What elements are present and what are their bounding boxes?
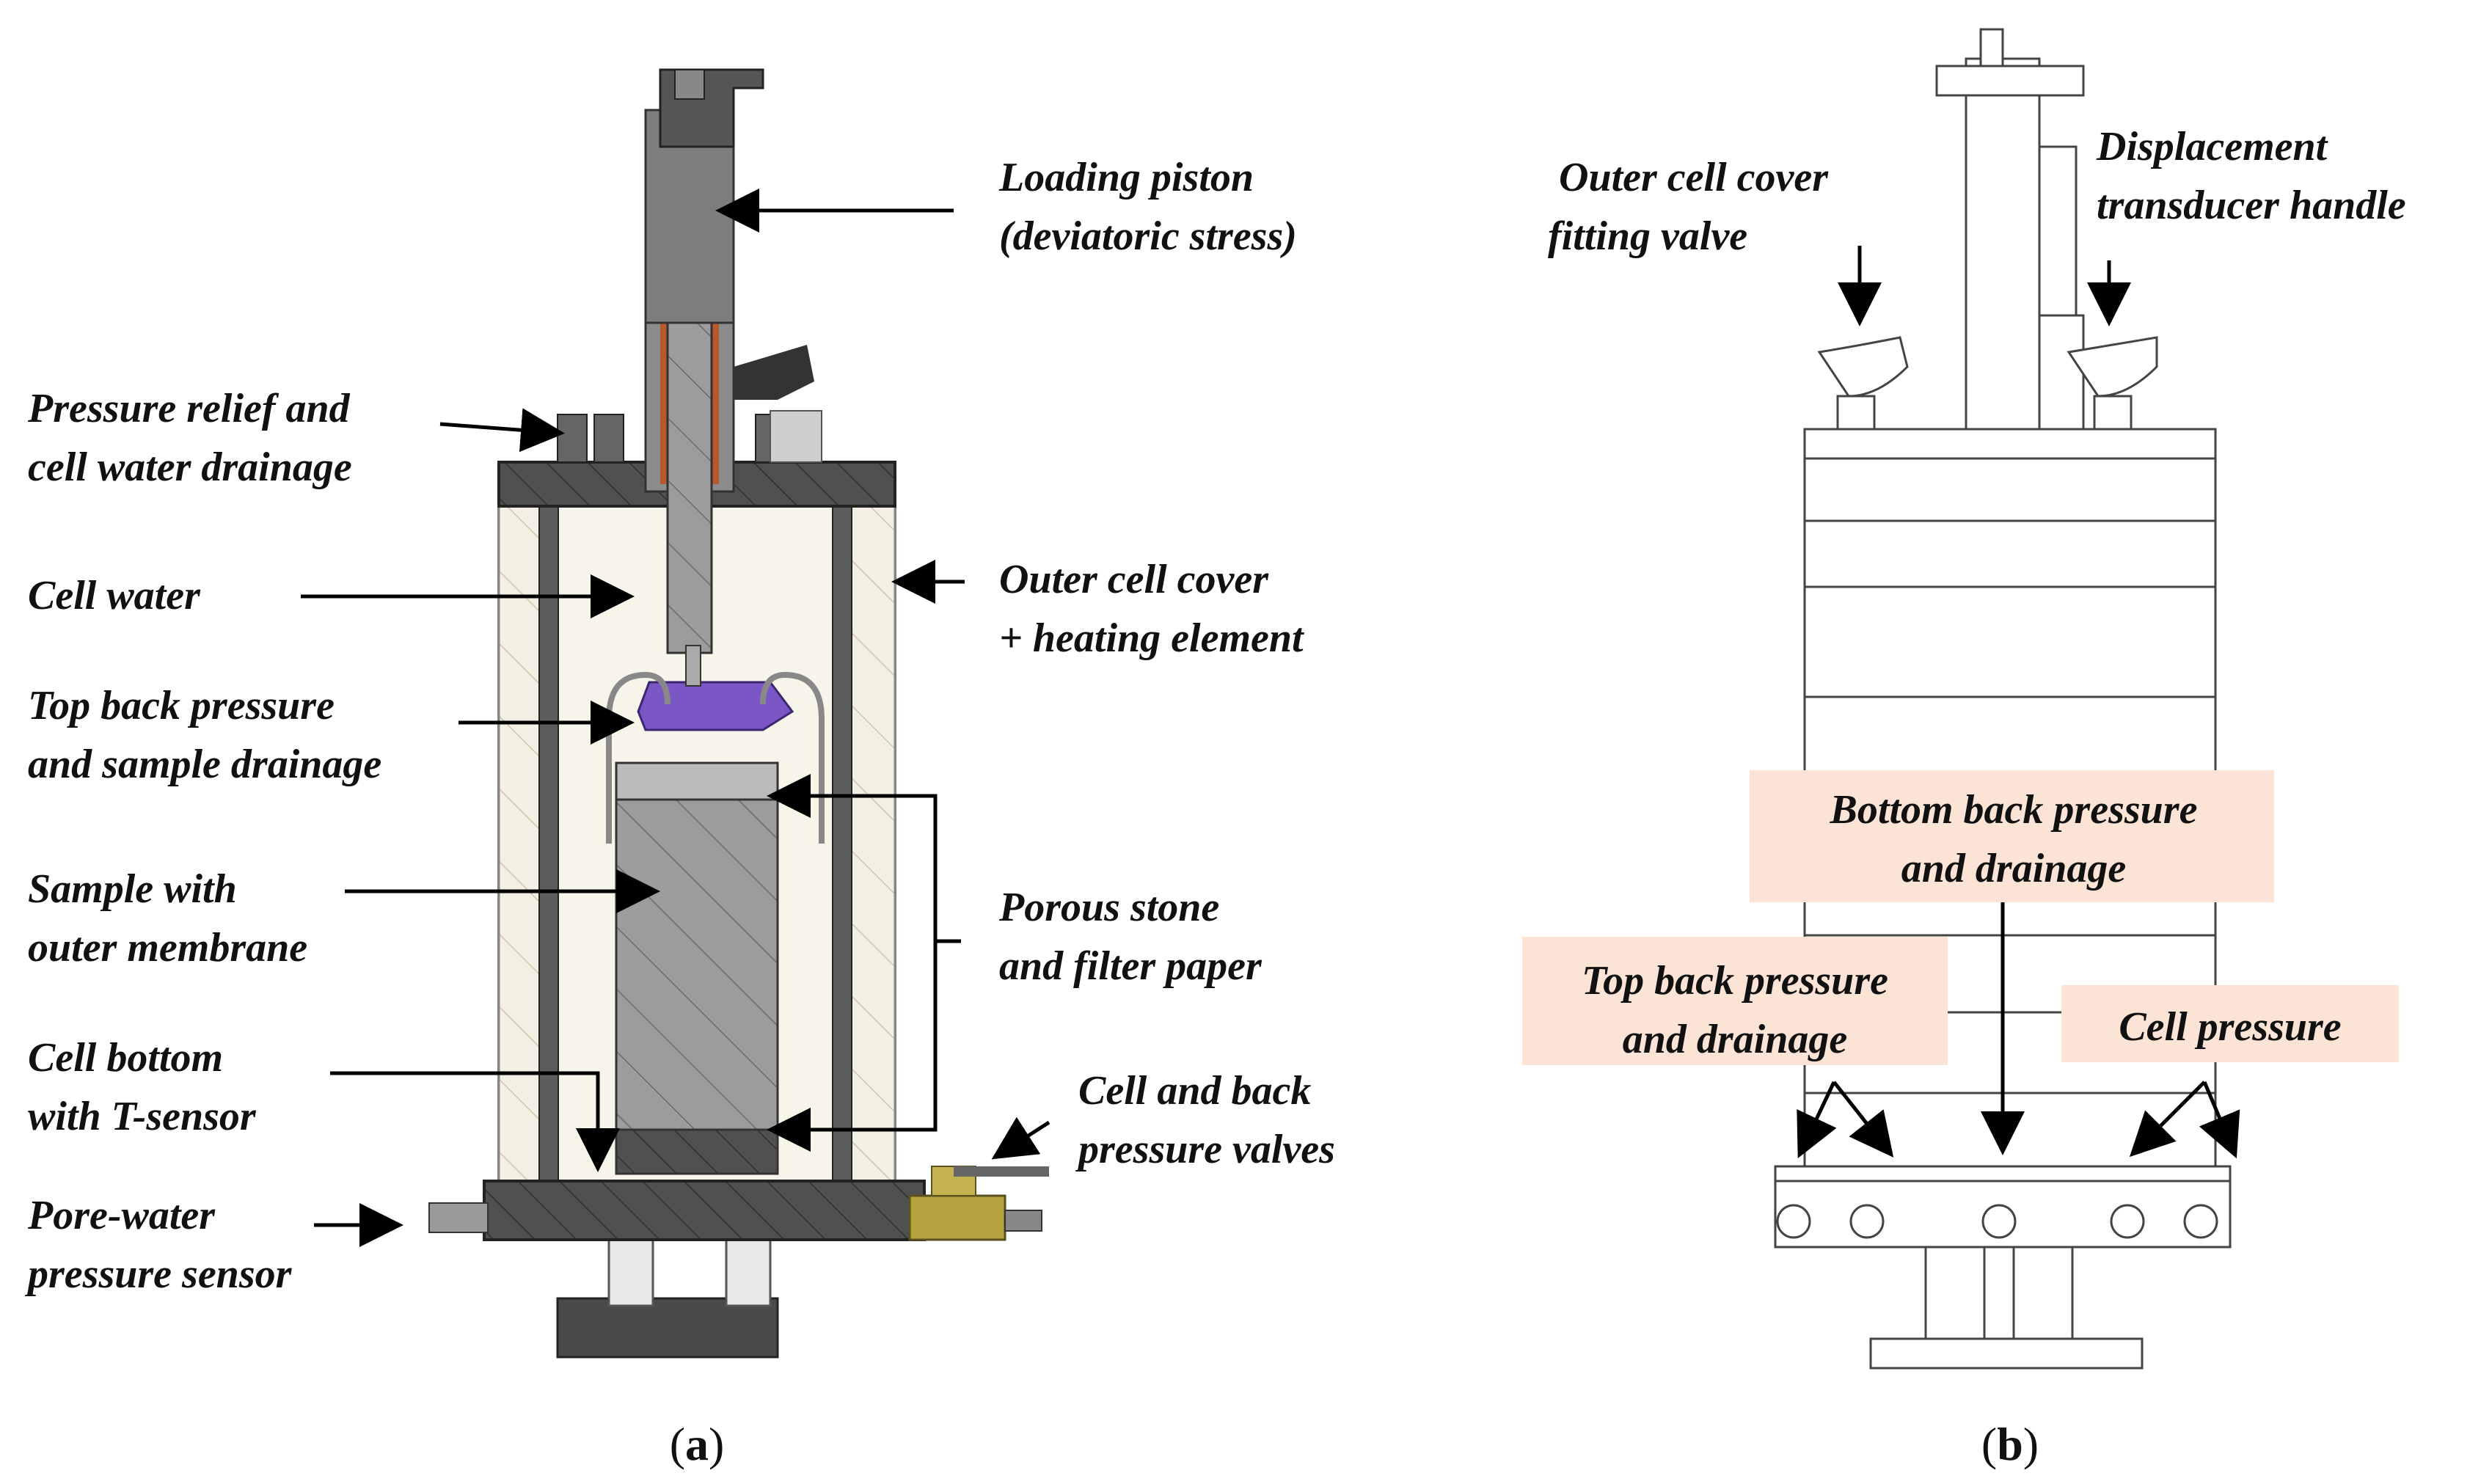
panel-b-labels: Outer cell cover fitting valve Displacem… — [1548, 124, 2406, 1062]
label-cell-pressure: Cell pressure — [2119, 1004, 2341, 1050]
box-top-back — [1522, 937, 1948, 1065]
arrow-cell-pressure-1 — [2129, 1081, 2206, 1158]
panel-a-labels: Loading piston (deviatoric stress) Press… — [25, 155, 1335, 1297]
label-outer-cover-1: Outer cell cover — [999, 557, 1269, 602]
b-base-foot — [1869, 1337, 2144, 1370]
label-top-back-b-2: and drainage — [1623, 1017, 1848, 1062]
support-leg-left — [607, 1231, 654, 1307]
arrow-top-back-2 — [1833, 1081, 1894, 1158]
b-leg-right — [2012, 1246, 2074, 1340]
label-cell-bottom-2: with T-sensor — [28, 1094, 257, 1139]
bracket-porous-bottom — [767, 941, 938, 1152]
drainage-tube-right — [760, 671, 825, 844]
b-top-plate — [1803, 457, 2217, 522]
arrow-cell-bottom — [330, 1071, 620, 1172]
tie-rod-left — [538, 505, 559, 1182]
b-valve-bar — [1774, 1165, 2232, 1183]
label-sample-1: Sample with — [28, 866, 237, 912]
arrow-cell-pressure-2 — [2199, 1081, 2240, 1159]
captions: (a) (b) — [670, 1418, 2039, 1470]
box-bottom-back — [1750, 770, 2274, 902]
b-valve-5 — [2183, 1204, 2218, 1239]
sample-bottom-stone — [615, 1128, 779, 1175]
outer-cover-wall-right — [849, 497, 896, 1183]
outer-cover-wall-left — [497, 497, 544, 1183]
label-top-back-b-1: Top back pressure — [1582, 958, 1888, 1004]
cell-bottom — [483, 1180, 926, 1241]
relief-fitting-1 — [557, 414, 588, 463]
cell-valve — [908, 1194, 1006, 1241]
b-column — [1965, 57, 2041, 431]
bracket-porous-top — [767, 774, 938, 941]
label-top-back-1: Top back pressure — [28, 683, 335, 728]
label-bottom-back-1: Bottom back pressure — [1830, 787, 2198, 833]
label-porous-1: Porous stone — [998, 885, 1219, 930]
label-cell-bottom-1: Cell bottom — [28, 1035, 223, 1081]
tie-rod-right — [832, 505, 852, 1182]
top-cap — [637, 681, 794, 731]
label-sample-2: outer membrane — [28, 925, 307, 971]
label-pore-2: pressure sensor — [25, 1251, 293, 1297]
caption-a: (a) — [670, 1418, 725, 1470]
label-fitting-1: Outer cell cover — [1559, 155, 1829, 200]
b-valve-3 — [1981, 1204, 2017, 1239]
arrow-relief — [439, 408, 565, 453]
label-loading-piston-1: Loading piston — [998, 155, 1254, 200]
label-valves-1: Cell and back — [1078, 1068, 1311, 1114]
label-porous-2: and filter paper — [999, 943, 1263, 989]
b-cylinder-band-2 — [1803, 585, 2217, 698]
panel-a-arrows — [301, 189, 1051, 1247]
b-valve-4 — [2110, 1204, 2145, 1239]
box-cell-pressure — [2061, 985, 2399, 1062]
sample-top-stone — [615, 761, 779, 801]
label-disp-1: Displacement — [2096, 124, 2328, 169]
label-disp-2: transducer handle — [2097, 183, 2406, 228]
b-valve-2 — [1849, 1204, 1885, 1239]
label-top-back-2: and sample drainage — [28, 742, 381, 787]
caption-b: (b) — [1981, 1418, 2039, 1470]
pore-water-sensor — [428, 1202, 489, 1233]
support-leg-right — [725, 1231, 772, 1307]
base-foot — [556, 1297, 779, 1359]
label-valves-2: pressure valves — [1075, 1127, 1335, 1172]
label-relief-2: cell water drainage — [28, 445, 352, 490]
label-cell-water: Cell water — [28, 573, 201, 618]
arrow-top-back-1 — [1797, 1081, 1837, 1159]
sample — [615, 798, 779, 1131]
handle-knob — [734, 345, 814, 400]
b-fitting-valve-left — [1817, 336, 1909, 398]
panel-b-highlights — [1522, 770, 2399, 1065]
label-bottom-back-2: and drainage — [1901, 846, 2127, 891]
label-relief-1: Pressure relief and — [27, 386, 351, 431]
b-cylinder-band-1 — [1803, 519, 2217, 588]
arrow-valves — [991, 1116, 1051, 1160]
relief-fitting-2 — [593, 414, 624, 463]
b-leg-left — [1924, 1246, 1986, 1340]
label-pore-1: Pore-water — [27, 1193, 216, 1238]
panel-b-drawing — [1774, 28, 2232, 1370]
b-valve-1 — [1776, 1204, 1811, 1239]
label-fitting-2: fitting valve — [1548, 213, 1747, 259]
label-loading-piston-2: (deviatoric stress) — [999, 213, 1297, 259]
panel-a-drawing — [428, 68, 1049, 1359]
label-outer-cover-2: + heating element — [999, 615, 1304, 661]
b-fitting-valve-right — [2067, 336, 2158, 398]
panel-b-arrows — [1797, 246, 2240, 1159]
